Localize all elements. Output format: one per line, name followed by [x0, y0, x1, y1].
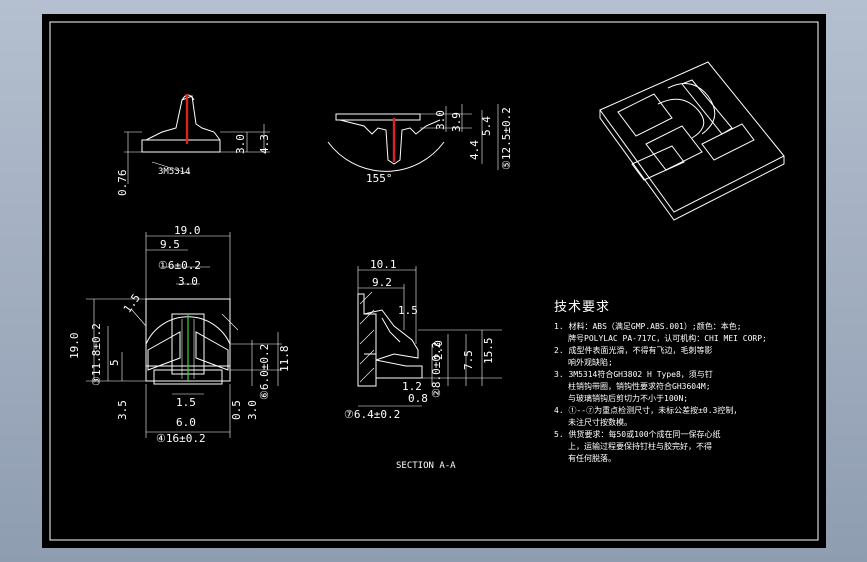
tech-line: 5. 供货要求：每50或100个成在同一保存心纸: [554, 430, 721, 439]
dim-sec-75: 7.5: [462, 350, 475, 370]
dim-side-39: 3.9: [450, 112, 463, 132]
section-label: SECTION A-A: [396, 461, 456, 471]
dim-side-125: ⑤12.5±0.2: [500, 107, 513, 170]
tech-line: 1. 材料：ABS（满足GMP.ABS.001）;颜色：本色;: [554, 322, 742, 331]
dim-front-118r: 11.8: [278, 346, 291, 373]
isometric-view: [599, 61, 785, 221]
tech-line: 有任何脱落。: [568, 454, 616, 463]
dim-side-44: 4.4: [468, 140, 481, 160]
side-view: 3.0 3.9 5.4 4.4 ⑤12.5±0.2 155°: [327, 104, 513, 185]
tech-title: 技术要求: [554, 300, 611, 315]
dim-side-54: 5.4: [480, 116, 493, 136]
dim-front-15: 1.5: [121, 292, 143, 316]
top-view: 0.76 3.0 4.3 3M5314: [116, 94, 271, 196]
tech-line: 2. 成型件表面光滑，不得有飞边，毛刺等影: [554, 346, 713, 355]
tech-line: 与玻璃销钩后剪切力不小于100N;: [568, 394, 689, 403]
drawing-sheet: 0.76 3.0 4.3 3M5314 3.0 3.9 5.4 4.4 ⑤12.…: [42, 14, 826, 548]
dim-sec-12: 1.2: [402, 380, 422, 393]
cad-drawing: 0.76 3.0 4.3 3M5314 3.0 3.9 5.4 4.4 ⑤12.…: [49, 21, 819, 541]
tech-line: 牌号POLYLAC PA-717C，认可机构：CHI MEI CORP;: [568, 334, 767, 343]
tech-line: 3. 3M5314符合GH3802 H Type8，须与钉: [554, 370, 713, 379]
dim-front-190h: 19.0: [68, 333, 81, 360]
dim-front-05: 0.5: [230, 400, 243, 420]
dim-sec-64: ⑦6.4±0.2: [344, 408, 400, 421]
dim-sec-101: 10.1: [370, 258, 397, 271]
dim-front-190w: 19.0: [174, 224, 201, 237]
tech-line: 4. ①--⑦为重点检测尺寸，未标公差按±0.3控制，: [554, 406, 742, 415]
dim-front-15b: 1.5: [176, 396, 196, 409]
dim-side-30: 3.0: [434, 110, 447, 130]
technical-requirements: 技术要求 1. 材料：ABS（满足GMP.ABS.001）;颜色：本色; 牌号P…: [554, 296, 814, 465]
dim-sec-80: ②8.0±0.2: [430, 342, 443, 398]
dim-top-076: 0.76: [116, 170, 129, 197]
dim-front-30b: 3.0: [246, 400, 259, 420]
dim-front-118: ③11.8±0.2: [90, 323, 103, 386]
part-code-label: 3M5314: [158, 167, 191, 177]
dim-front-5: 5: [108, 359, 121, 366]
dim-sec-08: 0.8: [408, 392, 428, 405]
tech-line: 上，运输过程要保持钉柱与胶完好，不得: [568, 442, 712, 451]
dim-sec-92: 9.2: [372, 276, 392, 289]
tech-line: 响外观缺陷;: [568, 358, 613, 367]
dim-sec-15: 1.5: [398, 304, 418, 317]
dim-top-43: 4.3: [258, 134, 271, 154]
dim-sec-20: 2.0: [432, 340, 445, 360]
dim-front-95: 9.5: [160, 238, 180, 251]
front-view: 19.0 9.5 ①6±0.2 3.0 1.5 19.0 ③11.8±0.2 5…: [68, 224, 291, 445]
dim-side-angle: 155°: [366, 172, 393, 185]
dim-front-6: ①6±0.2: [158, 259, 201, 272]
dim-top-30: 3.0: [234, 134, 247, 154]
dim-sec-155: 15.5: [482, 338, 495, 365]
dim-front-60: ⑥6.0±0.2: [258, 344, 271, 400]
sheet-frame: [49, 21, 819, 541]
dim-front-35: 3.5: [116, 400, 129, 420]
dim-front-16: ④16±0.2: [156, 432, 206, 445]
tech-line: 柱销钩带圈，销钩性要求符合GH3604M;: [568, 382, 711, 391]
dim-front-30: 3.0: [178, 275, 198, 288]
tech-line: 未注尺寸按数模。: [568, 418, 632, 427]
dim-front-60b: 6.0: [176, 416, 196, 429]
section-view: 10.1 9.2 1.5 2.0 15.5 7.5 1.2 0.8 ②8.0±0…: [344, 258, 502, 471]
